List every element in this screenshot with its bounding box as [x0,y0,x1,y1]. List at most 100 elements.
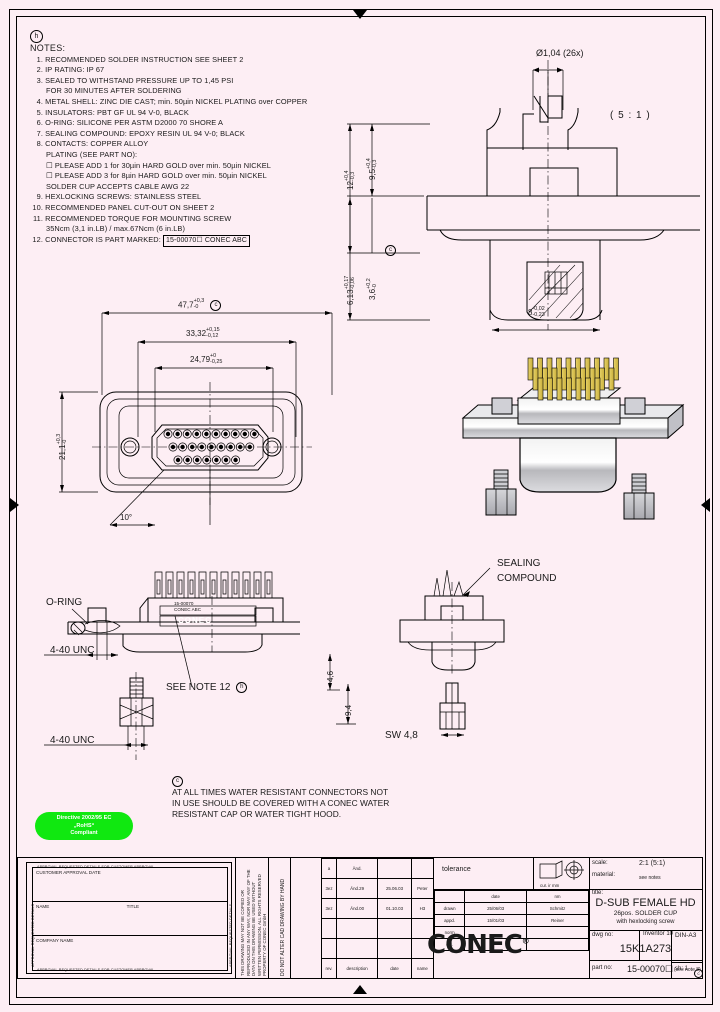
note-text: IP RATING: IP 67 [45,65,105,75]
solder-cup-bore [255,579,260,595]
note-item: 5. INSULATORS: PBT GF UL 94 V-0, BLACK [30,108,360,119]
note-text: METAL SHELL: ZINC DIE CAST; min. 50µin N… [45,96,308,106]
solder-cup-bore [222,579,227,595]
see-note-12-balloon: h [236,682,248,693]
contact-pin [199,444,204,450]
thread-label-bottom: 4-40 UNC [50,735,95,746]
warning-line-1: AT ALL TIMES WATER RESISTANT CONNECTORS … [172,787,389,798]
contact-pin [185,457,190,463]
solder-cup-bore [266,579,271,595]
contact-pin [213,431,219,437]
contact-hole [231,455,241,465]
customer-approval-inner: CUSTOMER APPROVAL DATE NAME TITLE COMPAN… [32,867,228,971]
contact-hole [230,429,240,439]
company-name-row[interactable]: COMPANY NAME [36,938,74,943]
note-number: 5. [36,107,43,117]
scale-material-cell: scale: 2:1 (5:1) material: see notes [589,858,702,890]
title-field-label: title: [592,890,604,896]
cad-note-text: DO NOT ALTER CAD DRAWING BY HAND [280,878,286,976]
sealing-compound-label-1: SEALING [497,558,541,569]
contact-hole [216,442,226,452]
revision-header-cell: date [377,958,412,979]
scale-value: 2:1 (5:1) [639,860,666,867]
warning-line-3: RESISTANT CAP OR WATER TIGHT HOOD. [172,809,342,820]
approvals-cell: 25/06/03 [464,902,528,915]
tolerance-label: tolerance [442,866,471,873]
sheet-format-cell: DIN-A3 [671,930,702,963]
contact-pin [223,457,229,463]
conec-logo: CONEC® [427,930,530,960]
note-subline: ☐ PLEASE ADD 3 for 8µin HARD GOLD over m… [46,171,267,181]
approvals-cell: Reiner [526,914,589,927]
notes-block: h NOTES: 1. RECOMMENDED SOLDER INSTRUCTI… [30,30,360,248]
approval-caption-right: APPROVAL REQUESTED DETAILS [229,903,233,967]
revision-cell: 3ez [321,898,337,919]
dim-8: 8-0,02-0,23 [528,306,545,318]
scale-label: scale: [592,860,608,866]
customer-approval-date-row[interactable]: CUSTOMER APPROVAL DATE [33,868,227,902]
note-number: 8. [36,139,43,149]
note-number: 9. [36,192,43,202]
revision-cell [377,858,412,879]
cad-system-value: Inventor 10 [643,931,674,937]
revision-cell: H3 [410,898,435,919]
revision-cell [410,858,435,879]
contact-pin [214,457,219,463]
rohs-compliance-badge: Directive 2002/95 EC „RoHS“ Compliant [35,812,133,840]
contact-pin [165,431,171,437]
note-item: 9. HEXLOCKING SCREWS: STAINLESS STEEL [30,192,360,203]
revision-cell: Peter [410,878,435,899]
dim-47-7-balloon: c [210,300,222,311]
rohs-line-3: Compliant [70,830,98,837]
note-text: HEXLOCKING SCREWS: STAINLESS STEEL [45,192,202,202]
solder-cup-pin [537,377,544,401]
unit-label: cur. ir mm [540,883,560,888]
contact-hole [249,429,259,439]
product-subtitle-1: 26pos. SOLDER CUP [613,910,678,917]
note-number: 2. [36,65,43,75]
note-item: 3. SEALED TO WITHSTAND PRESSURE UP TO 1,… [30,76,360,97]
solder-cup-bore [178,579,183,595]
first-angle-projection-icon [539,860,584,880]
copyright-column: THIS DRAWING MAY NOT BE COPIED OR REPROD… [235,858,269,979]
sheet-no-cell: sh: 1 [671,963,702,979]
notes-list: 1. RECOMMENDED SOLDER INSTRUCTION SEE SH… [30,55,360,248]
dim-33-32: 33,32+0,15-0,12 [186,327,220,339]
revision-cell [377,918,412,939]
note-subline: 35Ncm (3,1 in.LB) / max.67Ncm (6 in.LB) [46,224,186,234]
center-mark-right-icon [701,498,710,512]
contact-pin [218,444,224,450]
contact-pin [195,457,200,463]
solder-cup-bore [233,579,238,595]
contact-hole [226,442,236,452]
part-no-value: 15-00070☐ [627,964,674,974]
dim-47-7: 47,7+0,3-0 c [178,298,222,311]
approvals-cell: c.d. [433,938,466,951]
note-text: O-RING: SILICONE PER ASTM D2000 70 SHORE… [45,118,224,128]
approvals-cell [526,926,589,939]
conec-logo-marking: CONEC [178,616,212,625]
revision-cell [335,938,379,959]
solder-cup-pin [594,377,601,401]
note-number: 11. [32,213,43,223]
solder-cup-bore [167,579,172,595]
contact-pin [170,444,176,450]
revision-cell [335,918,379,939]
note-text: SEALING COMPOUND: EPOXY RESIN UL 94 V-0;… [45,128,245,138]
note-item: 1. RECOMMENDED SOLDER INSTRUCTION SEE SH… [30,55,360,66]
dim-4-6: 4,6 [326,670,335,682]
customer-name-row[interactable]: NAME TITLE [33,902,227,936]
approvals-cell: Schmitz [526,902,589,915]
note-item: 6. O-RING: SILICONE PER ASTM D2000 70 SH… [30,118,360,129]
contact-hole [221,429,231,439]
revision-cell: 25.06.03 [377,878,412,899]
water-resistant-warning: c AT ALL TIMES WATER RESISTANT CONNECTOR… [172,776,389,820]
contact-pin [204,431,209,437]
